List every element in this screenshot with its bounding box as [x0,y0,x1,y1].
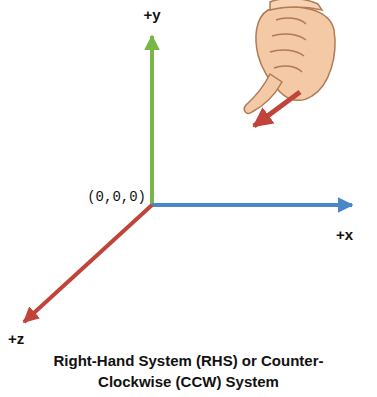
right-hand [244,0,335,113]
caption: Right-Hand System (RHS) or Counter-Clock… [20,350,357,392]
x-axis [152,203,352,207]
origin-label: (0,0,0) [87,189,146,205]
y-axis [150,36,154,205]
axis-label: +x [336,226,353,243]
z-axis [24,205,152,322]
axis-label: +y [143,6,160,23]
axis-label: +z [8,330,24,347]
thumb-arrow [254,92,300,126]
